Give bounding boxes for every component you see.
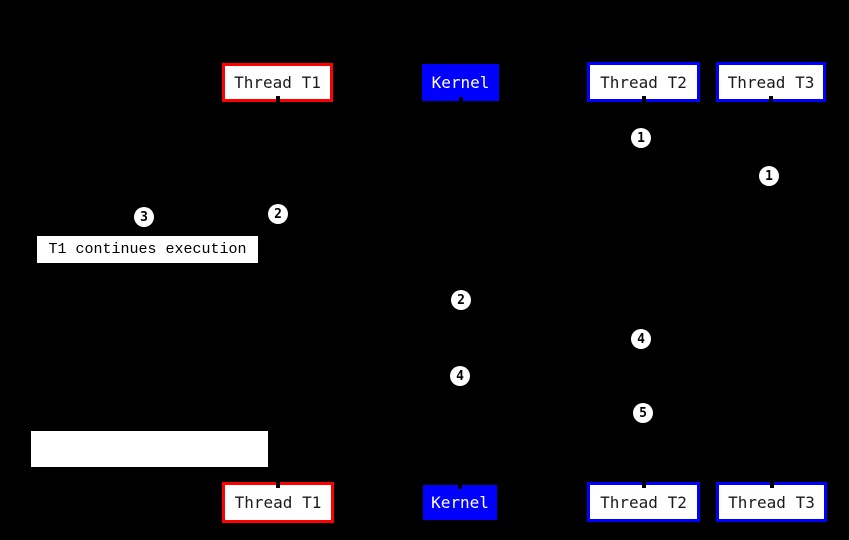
step-marker-3: 3	[134, 207, 154, 227]
lifeline-notch	[458, 97, 463, 101]
lifeline-notch	[769, 482, 774, 488]
participant-box-thread-t3-top: Thread T3	[716, 62, 826, 102]
note-label: T1 continues execution	[37, 236, 258, 263]
lifeline-notch	[769, 96, 773, 102]
step-marker-5: 5	[633, 403, 653, 423]
participant-label: Kernel	[431, 493, 489, 512]
step-marker-4: 4	[450, 366, 470, 386]
participant-box-kernel-bottom: Kernel	[423, 485, 497, 520]
step-marker-4: 4	[631, 329, 651, 349]
participant-label: Thread T1	[234, 73, 321, 92]
participant-box-thread-t1-top: Thread T1	[222, 63, 333, 102]
participant-label: Kernel	[431, 73, 490, 92]
lifeline-notch	[641, 482, 646, 488]
step-marker-1: 1	[759, 166, 779, 186]
participant-box-kernel-top: Kernel	[422, 64, 499, 101]
step-marker-2: 2	[268, 204, 288, 224]
participant-label: Thread T1	[234, 493, 322, 512]
step-marker-2: 2	[451, 290, 471, 310]
participant-box-thread-t2-bottom: Thread T2	[587, 482, 700, 522]
participant-box-thread-t3-bottom: Thread T3	[716, 482, 827, 522]
participant-box-thread-t1-bottom: Thread T1	[222, 482, 334, 523]
participant-box-thread-t2-top: Thread T2	[587, 62, 700, 102]
lifeline-notch	[275, 96, 280, 102]
lifeline-notch	[458, 485, 462, 489]
participant-label: Thread T2	[600, 72, 687, 92]
participant-label: Thread T3	[728, 492, 815, 512]
lifeline-notch	[641, 96, 646, 102]
participant-label: Thread T3	[727, 72, 815, 92]
step-marker-1: 1	[631, 128, 651, 148]
lifeline-notch	[276, 482, 280, 488]
blank-note-box	[31, 431, 268, 467]
participant-label: Thread T2	[600, 492, 687, 512]
